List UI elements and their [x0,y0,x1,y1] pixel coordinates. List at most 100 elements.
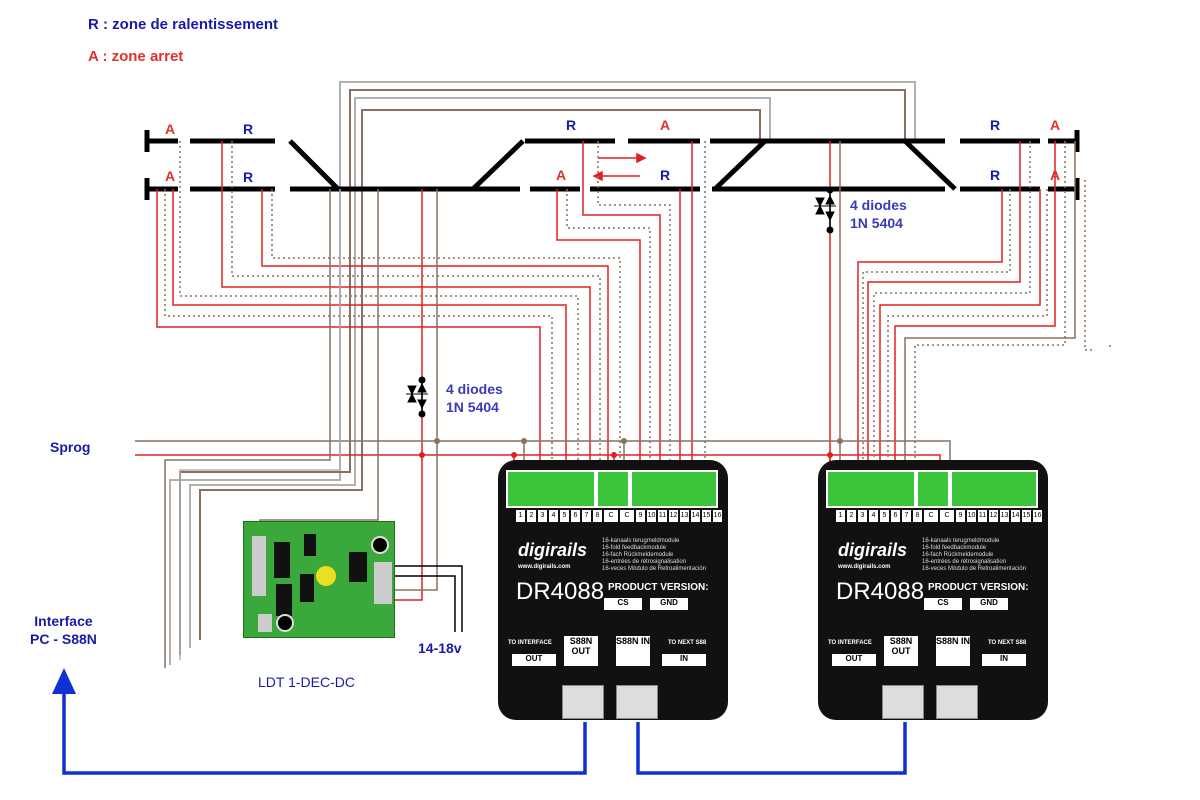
pin-label: 2 [847,510,856,522]
pin-label: 9 [636,510,645,522]
track [144,130,1080,200]
pin-label: 7 [902,510,911,522]
pin-label: 12 [669,510,678,522]
module-description: 16-kanaals terugmeldmodule 16-fold feedb… [922,538,1027,572]
zone-top-mid-a: A [660,117,671,133]
website: www.digirails.com [518,564,571,570]
terminal-block-left [826,470,916,508]
website: www.digirails.com [838,564,891,570]
pin-label: 5 [880,510,889,522]
pin-label-c: C [924,510,938,522]
diode-label-right: 4 diodes 1N 5404 [850,196,907,232]
pin-label: 5 [560,510,569,522]
sprog-label: Sprog [50,439,91,455]
pin-label: 1 [516,510,525,522]
out-box: OUT [832,654,876,666]
pin-label: 16 [713,510,722,522]
to-next-label: TO NEXT S88 [988,640,1027,646]
s88n-in-box: S88N IN [936,636,970,666]
diode-left-line1: 4 diodes [446,381,503,397]
interface-line1: Interface [34,613,93,629]
s88n-out-box: S88N OUT [564,636,598,666]
pin-label: 13 [1000,510,1009,522]
dr4088-module-1: 1 2 3 4 5 6 7 8 C C 9 10 11 12 13 14 15 … [498,460,728,720]
ic-chip [349,552,367,582]
pin-label: 13 [680,510,689,522]
to-interface-label: TO INTERFACE [828,640,872,646]
terminal-block-right [950,470,1038,508]
pin-label: 4 [869,510,878,522]
pin-label-c: C [604,510,618,522]
zone-bottom-right-r: R [990,167,1001,183]
diode-symbol-left [406,376,428,418]
pin-label: 6 [571,510,580,522]
pin-label: 6 [891,510,900,522]
cs-box: CS [604,598,642,610]
capacitor [276,614,294,632]
zone-top-right-a: A [1050,117,1061,133]
pin-label: 3 [858,510,867,522]
pin-label: 10 [647,510,656,522]
brand-logo: digirails [838,540,908,560]
legend-a: A : zone arret [88,48,184,65]
s88n-in-box: S88N IN [616,636,650,666]
terminal-block [258,614,272,632]
gray-loop-2 [189,97,771,648]
diode-right-line2: 1N 5404 [850,215,903,231]
cs-box: CS [924,598,962,610]
pin-labels: 1 2 3 4 5 6 7 8 C C 9 10 11 12 13 14 15 … [516,510,722,522]
pin-label: 2 [527,510,536,522]
s88n-bus [62,690,907,775]
diode-left-line2: 1N 5404 [446,399,499,415]
pin-label: 15 [1022,510,1031,522]
ic-chip [276,584,292,616]
zone-top-left-r: R [243,121,254,137]
capacitor [316,566,336,586]
terminal-block-right [630,470,718,508]
pin-label: 8 [593,510,602,522]
module-description: 16-kanaals terugmeldmodule 16-fold feedb… [602,538,707,572]
product-version: PRODUCT VERSION: [608,582,709,593]
terminal-block-mid [916,470,950,508]
ic-chip [274,542,290,578]
s88n-in-connector[interactable] [936,685,978,719]
gnd-box: GND [970,598,1008,610]
diode-right-line1: 4 diodes [850,197,907,213]
to-interface-label: TO INTERFACE [508,640,552,646]
ldt-decoder-board [243,521,395,638]
interface-arrow [52,668,76,694]
terminal-block-mid [596,470,630,508]
terminal-block [374,562,392,604]
pin-label: 16 [1033,510,1042,522]
in-box: IN [662,654,706,666]
pin-label: 7 [582,510,591,522]
s88n-in-connector[interactable] [616,685,658,719]
pin-label: 14 [691,510,700,522]
to-next-label: TO NEXT S88 [668,640,707,646]
zone-top-mid-r: R [566,117,577,133]
zone-top-left-a: A [165,121,176,137]
ic-chip [300,574,314,602]
ldt-label: LDT 1-DEC-DC [258,674,355,690]
pin-label: 14 [1011,510,1020,522]
interface-label: Interface PC - S88N [30,612,97,648]
brown-loop-2 [199,109,761,640]
gnd-box: GND [650,598,688,610]
zone-bottom-left-a: A [165,168,176,184]
out-box: OUT [512,654,556,666]
s88n-out-connector[interactable] [882,685,924,719]
capacitor [371,536,389,554]
zone-bottom-left-r: R [243,169,254,185]
terminal-block-left [506,470,596,508]
pin-label: 11 [658,510,667,522]
zone-bottom-mid-a: A [556,167,567,183]
pin-label: 8 [913,510,922,522]
s88n-out-connector[interactable] [562,685,604,719]
zone-bottom-right-a: A [1050,167,1061,183]
dr4088-module-2: 1 2 3 4 5 6 7 8 C C 9 10 11 12 13 14 15 … [818,460,1048,720]
pin-label: 11 [978,510,987,522]
zone-top-right-r: R [990,117,1001,133]
terminal-block [252,536,266,596]
legend-r: R : zone de ralentissement [88,16,279,33]
model-name: DR4088 [516,578,605,605]
